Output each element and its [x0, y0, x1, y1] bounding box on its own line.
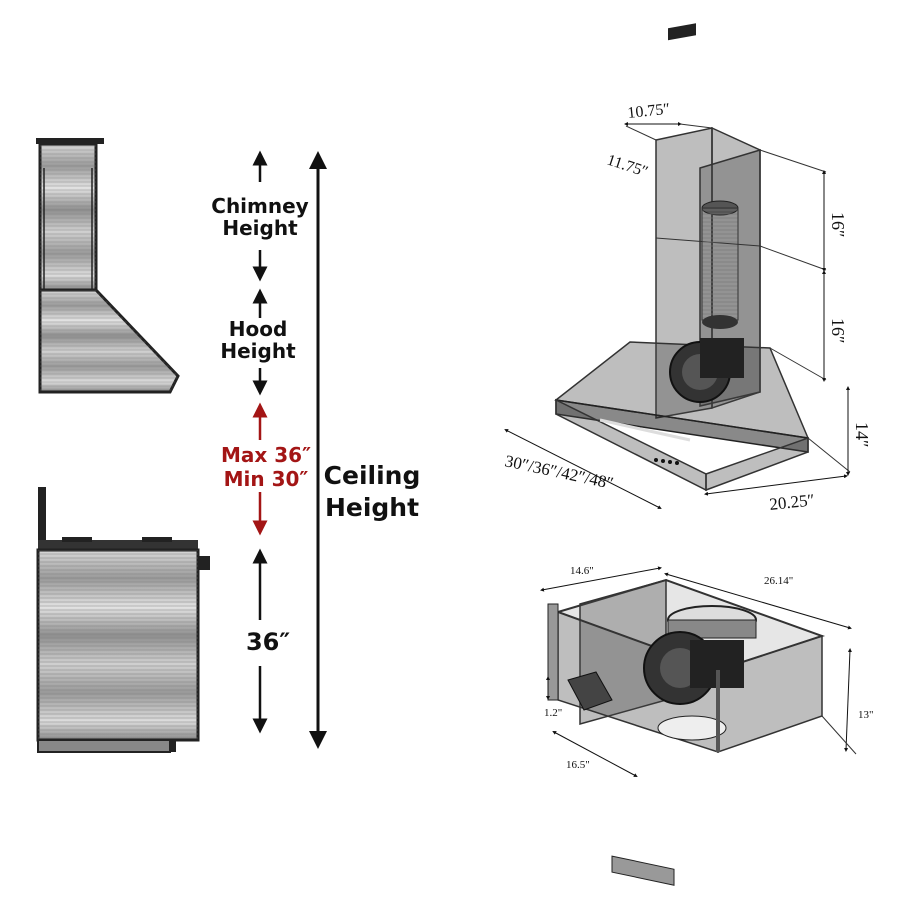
insert-length-dim: 26.14" [764, 575, 793, 587]
hood-depth-dim: 20.25″ [768, 490, 815, 514]
top-width-dim: 10.75″ [627, 101, 671, 122]
side-hood-illustration [36, 138, 180, 394]
chimney-label-line2: Height [222, 216, 298, 240]
hood-label-line2: Height [220, 339, 296, 363]
hood-label-line1: Hood [229, 317, 288, 341]
top-depth-dim: 11.75″ [605, 152, 650, 181]
hood-height-dim: 14″ [852, 422, 872, 448]
insert-flange-dim: 1.2" [544, 707, 562, 719]
hood-widths-dim: 30″/36″/42″/48″ [503, 451, 615, 493]
insert-illustration [547, 578, 826, 886]
chimney-hood-dimension-lines [504, 122, 851, 509]
max-height-label: Max 36″ [221, 443, 311, 467]
side-range-illustration [36, 487, 210, 753]
chimney-hood-illustration [554, 23, 810, 492]
min-height-label: Min 30″ [224, 467, 309, 491]
upper-chimney-dim: 16″ [828, 212, 848, 238]
counter-height-label: 36″ [246, 628, 290, 656]
insert-height-dim: 13" [858, 709, 874, 721]
insert-depth-dim: 16.5" [566, 759, 590, 771]
lower-chimney-dim: 16″ [828, 318, 848, 344]
chimney-label-line1: Chimney [211, 194, 308, 218]
ceiling-label-line2: Height [325, 493, 419, 522]
insert-width-dim: 14.6" [570, 565, 594, 577]
insert-dimension-lines [540, 566, 857, 777]
ceiling-label-line1: Ceiling [324, 461, 421, 490]
